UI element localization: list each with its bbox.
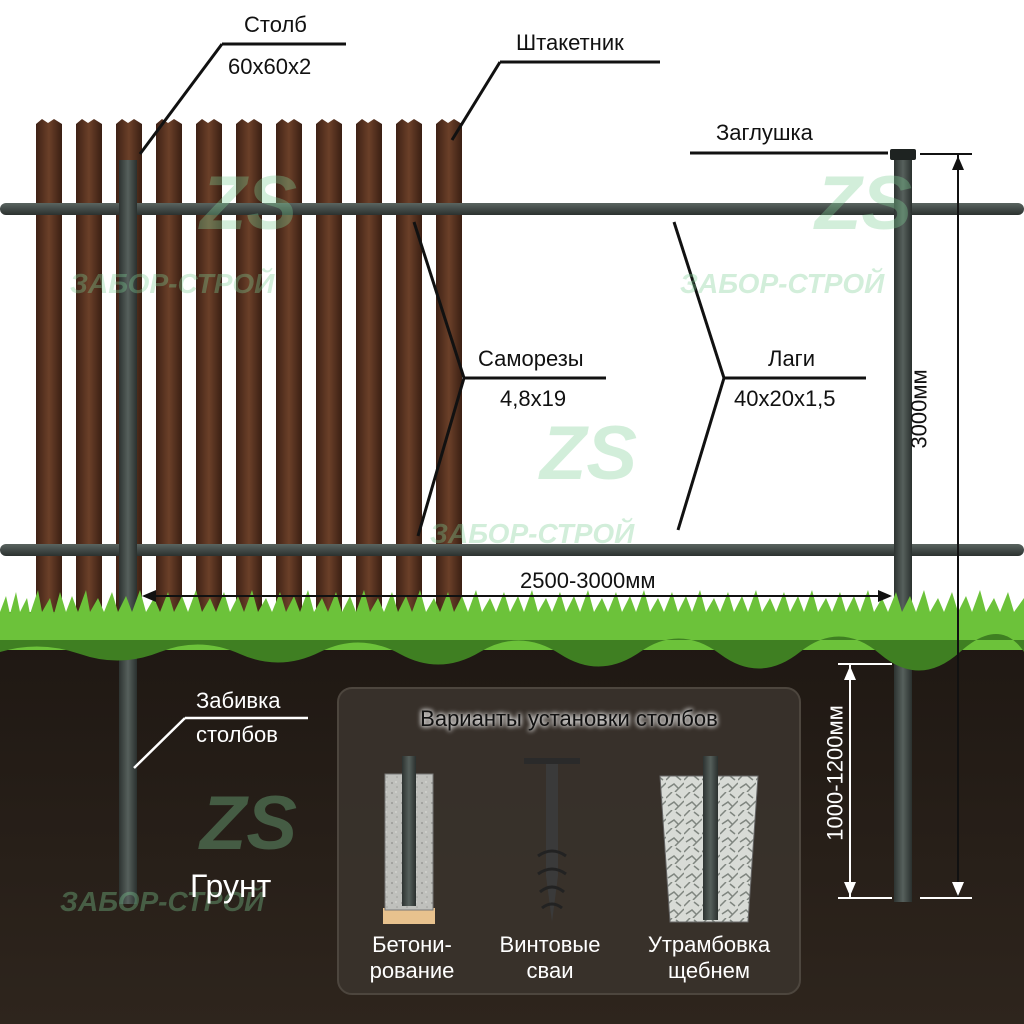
post-right — [894, 158, 912, 902]
watermark-logo: ZS — [815, 161, 913, 246]
rails-size-label: 40x20x1,5 — [734, 386, 836, 411]
driving-label-line2: столбов — [196, 722, 278, 747]
cap-label: Заглушка — [716, 120, 813, 145]
depth-dimension-label: 1000-1200мм — [822, 705, 848, 841]
option-line1: Бетони- — [372, 932, 452, 957]
post-cap — [890, 149, 916, 160]
lower-rail — [0, 544, 1024, 556]
watermark-logo: ZS — [540, 411, 638, 496]
option-line2: рование — [369, 958, 455, 983]
dimension-depth — [838, 663, 892, 899]
screw-pile-icon — [524, 758, 580, 922]
watermark-brand: ЗАБОР-СТРОЙ — [430, 518, 635, 549]
pickets — [36, 119, 462, 636]
option-line2: сваи — [526, 958, 574, 983]
option-line2: щебнем — [668, 958, 750, 983]
post-size-label: 60x60x2 — [228, 54, 312, 79]
concreting-icon — [383, 756, 435, 924]
option-line1: Винтовые — [499, 932, 601, 957]
ground-label: Грунт — [190, 868, 272, 904]
watermark-logo: ZS — [200, 161, 298, 246]
driving-leader — [133, 717, 186, 769]
dimension-height — [920, 153, 972, 899]
watermark-brand: ЗАБОР-СТРОЙ — [70, 268, 275, 299]
screws-size-label: 4,8x19 — [500, 386, 567, 411]
screws-label: Саморезы — [478, 346, 584, 371]
grass — [0, 590, 1024, 671]
annotation-lines — [138, 42, 888, 537]
watermark-logo: ZS — [200, 781, 298, 866]
option-concreting: Бетони- рование — [352, 932, 472, 984]
option-crushed-stone: Утрамбовка щебнем — [626, 932, 792, 984]
driving-label-line1: Забивка — [196, 688, 281, 713]
option-line1: Утрамбовка — [647, 932, 771, 957]
post-left — [119, 160, 137, 904]
option-screw-piles: Винтовые сваи — [480, 932, 620, 984]
watermark-brand: ЗАБОР-СТРОЙ — [680, 268, 885, 299]
crushed-stone-icon — [659, 756, 759, 923]
post-label: Столб — [244, 12, 307, 37]
height-dimension-label: 3000мм — [906, 369, 932, 449]
rails-label: Лаги — [768, 346, 815, 371]
span-dimension-label: 2500-3000мм — [520, 568, 656, 593]
upper-rail — [0, 203, 1024, 215]
watermark-brand: ЗАБОР-СТРОЙ — [60, 886, 265, 917]
picket-label: Штакетник — [516, 30, 624, 55]
dimension-span — [142, 590, 892, 602]
install-panel-title: Варианты установки столбов — [420, 706, 718, 731]
